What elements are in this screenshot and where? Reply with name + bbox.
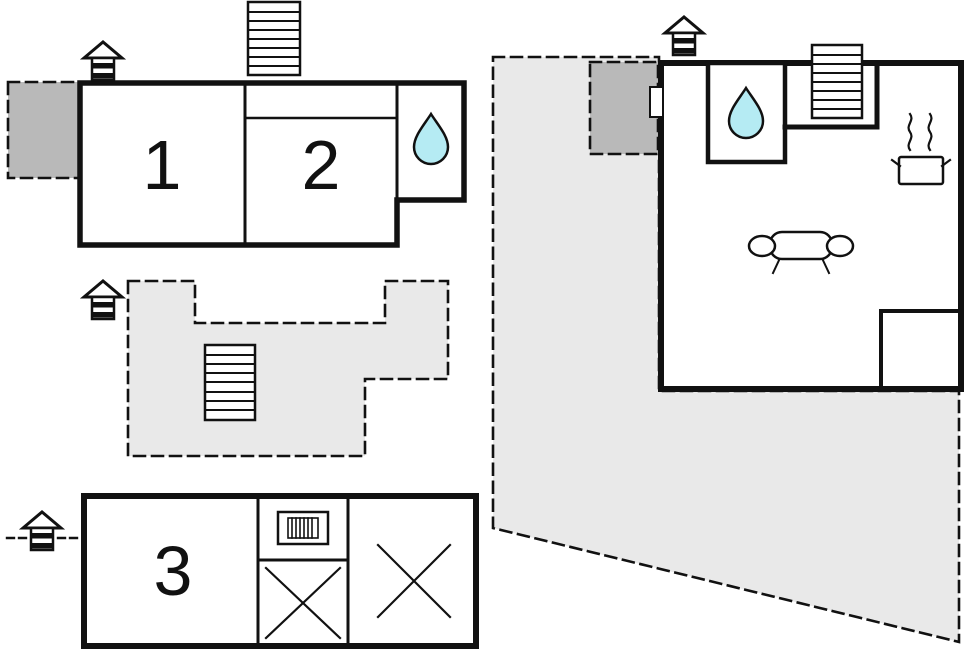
chimney-icon (663, 15, 705, 57)
cross-line (264, 566, 342, 640)
annex1-walls (77, 80, 467, 248)
cross-icon (264, 566, 342, 640)
patio-left (6, 80, 82, 180)
steam-line (927, 112, 933, 152)
chimney-icon (21, 510, 63, 552)
annex-building-2: 3 (81, 493, 479, 649)
room-2-label: 2 (302, 126, 341, 204)
pot-handle (940, 158, 952, 168)
cross-icon (376, 543, 452, 619)
pot-body (897, 155, 945, 186)
stairs-icon (203, 343, 257, 422)
room-3-label: 3 (154, 532, 193, 610)
cooking-pot-icon (890, 112, 952, 186)
terrace-area (126, 279, 450, 458)
main-building (649, 43, 964, 392)
patio-right (588, 60, 660, 156)
stairs-icon (246, 0, 302, 77)
kitchen-nook-wall (879, 309, 963, 391)
sofa-armrest (825, 234, 855, 258)
chimney-icon (82, 279, 124, 321)
stairs-icon (810, 43, 864, 120)
grill-icon (276, 510, 330, 546)
chimney-icon (82, 40, 124, 82)
sofa-armrest (747, 234, 777, 258)
door-opening-icon (649, 86, 664, 118)
grill-inner (287, 517, 319, 539)
grill-outline (276, 510, 330, 546)
cross-line (376, 543, 452, 619)
sofa-icon (747, 230, 855, 275)
pot-handle (890, 158, 902, 168)
room-1-label: 1 (143, 126, 182, 204)
annex-building-1: 1 2 (77, 80, 467, 248)
sofa-body (768, 230, 834, 261)
steam-line (907, 112, 913, 152)
